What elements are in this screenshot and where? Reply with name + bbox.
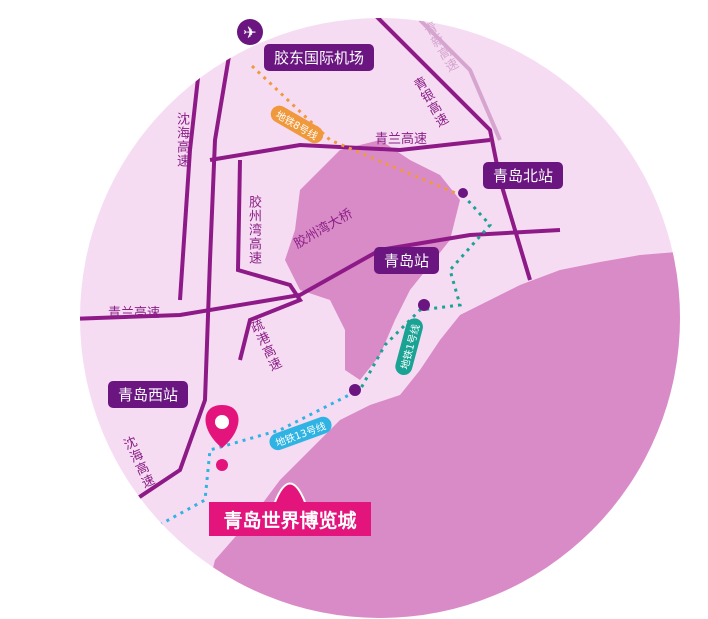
metro-line-13 bbox=[149, 390, 356, 532]
road-qinglan-left: 青兰高速 bbox=[108, 306, 161, 321]
metro-stop-dot bbox=[349, 384, 361, 396]
road-qinglan-top: 青兰高速 bbox=[375, 132, 428, 147]
qingdao-station-dot bbox=[418, 299, 430, 311]
highways bbox=[80, 18, 561, 512]
north-station-dot bbox=[458, 188, 468, 198]
expo-arch-icon bbox=[274, 482, 306, 503]
station-qingdao[interactable]: 青岛站 bbox=[374, 247, 440, 274]
jiaozhou-bay bbox=[285, 140, 460, 380]
station-airport[interactable]: 胶东国际机场 bbox=[264, 44, 375, 71]
expo-dot bbox=[216, 459, 228, 471]
metro-line-8 bbox=[250, 64, 461, 197]
station-qingdao-north[interactable]: 青岛北站 bbox=[483, 162, 564, 189]
airplane-icon bbox=[237, 19, 263, 45]
road-shenhai-top: 沈海高速 bbox=[174, 112, 189, 168]
svg-text:✈: ✈ bbox=[243, 23, 256, 42]
destination-expo-city[interactable]: 青岛世界博览城 bbox=[209, 502, 371, 536]
upper-road-faint bbox=[418, 18, 502, 141]
metro-line-1 bbox=[358, 193, 493, 391]
road-jiaozhouwan: 胶州湾高速 bbox=[246, 195, 261, 265]
station-qingdao-west[interactable]: 青岛西站 bbox=[108, 381, 189, 408]
